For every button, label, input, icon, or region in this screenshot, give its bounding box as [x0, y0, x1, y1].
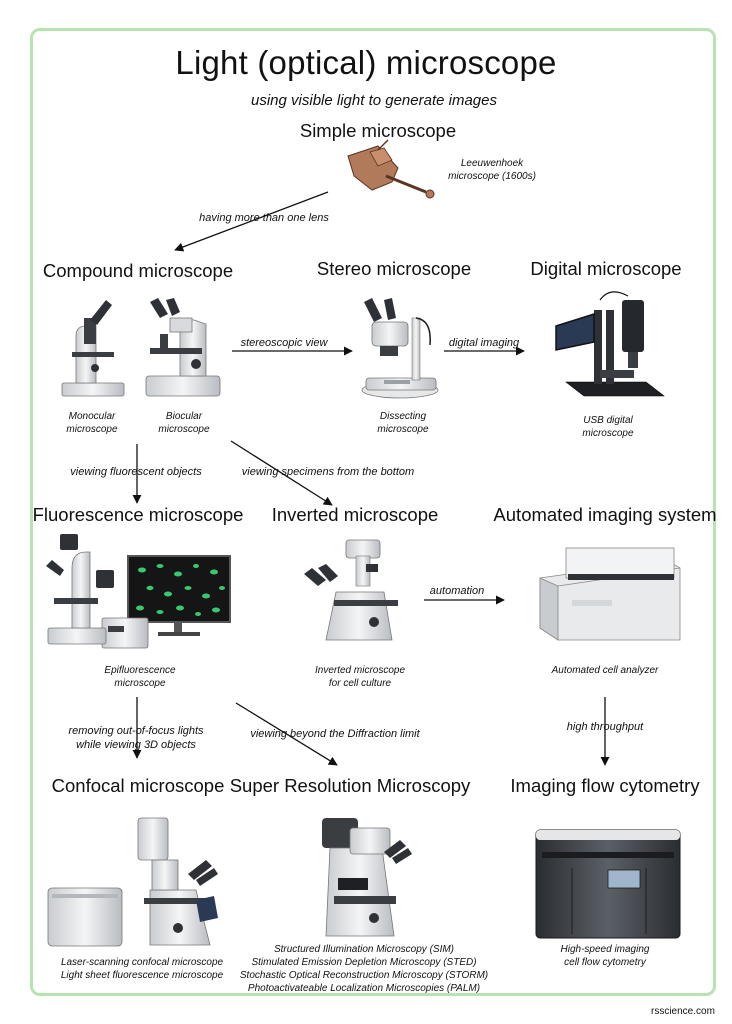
arrow-simple-to-compound	[174, 191, 329, 252]
heading-automated-imaging-system: Automated imaging system	[493, 504, 717, 525]
heading-super-resolution-microscopy: Super Resolution Microscopy	[229, 775, 471, 796]
epifluorescence-microscope-illustration	[46, 534, 231, 649]
heading-fluorescence-microscope: Fluorescence microscope	[32, 504, 244, 525]
edge-label-fluorescence-to-superres: viewing beyond the Diffraction limit	[250, 728, 420, 740]
imaging-flow-cytometer-illustration	[535, 829, 681, 939]
heading-imaging-flow-cytometry: Imaging flow cytometry	[510, 775, 700, 796]
heading-stereo-microscope: Stereo microscope	[316, 258, 472, 279]
confocal-microscope-illustration	[47, 817, 218, 947]
heading-simple-microscope: Simple microscope	[299, 120, 457, 141]
heading-digital-microscope: Digital microscope	[530, 258, 682, 279]
super-resolution-microscope-illustration	[322, 818, 412, 937]
inverted-microscope-illustration	[304, 539, 398, 641]
footer-source: rsscience.com	[651, 1006, 715, 1017]
leeuwenhoek-microscope-illustration	[347, 139, 435, 199]
page-title: Light (optical) microscope	[175, 44, 557, 81]
page-subtitle: using visible light to generate images	[251, 92, 497, 109]
caption-super-resolution-microscopy: Structured Illumination Microscopy (SIM)…	[239, 944, 489, 994]
edge-label-simple-to-compound: having more than one lens	[199, 212, 329, 224]
heading-inverted-microscope: Inverted microscope	[271, 504, 439, 525]
edge-label-automated-to-flow: high throughput	[566, 721, 644, 733]
diagram-border	[30, 28, 716, 996]
caption-automated-imaging-system: Automated cell analyzer	[551, 665, 659, 676]
biocular-microscope-illustration	[145, 298, 221, 397]
automated-cell-analyzer-illustration	[539, 547, 681, 641]
monocular-microscope-illustration	[61, 300, 125, 397]
heading-compound-microscope: Compound microscope	[42, 260, 234, 281]
digital-microscope-illustration	[555, 291, 665, 397]
stereo-microscope-illustration	[361, 298, 439, 399]
arrow-fluorescence-to-superres	[235, 702, 338, 766]
arrows	[132, 191, 610, 766]
edge-label-compound-to-inverted: viewing specimens from the bottom	[241, 466, 415, 478]
edge-label-stereo-to-digital: digital imaging	[448, 337, 520, 349]
edge-label-compound-to-fluorescence: viewing fluorescent objects	[70, 466, 202, 478]
arrow-compound-to-inverted	[230, 440, 333, 506]
edge-label-compound-to-stereo: stereoscopic view	[240, 337, 328, 349]
heading-confocal-microscope: Confocal microscope	[51, 775, 225, 796]
edge-label-inverted-to-automated: automation	[429, 585, 485, 597]
